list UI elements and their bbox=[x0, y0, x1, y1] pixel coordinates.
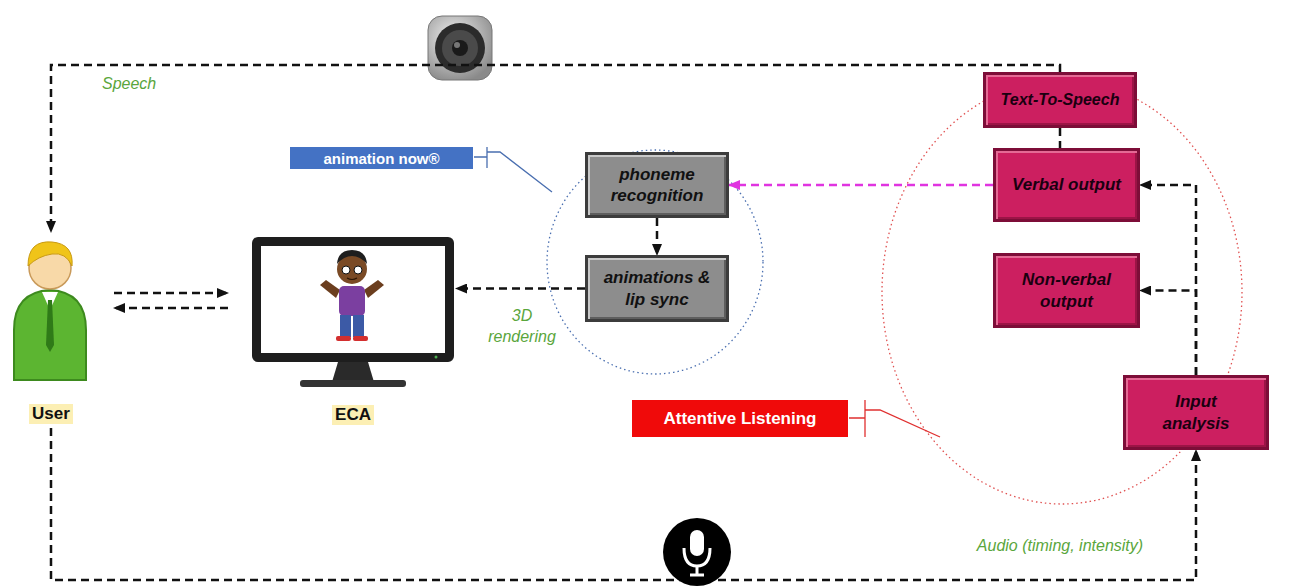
node-text: Non-verbal output bbox=[1010, 269, 1123, 312]
connector bbox=[51, 65, 1060, 232]
node-text: User bbox=[29, 404, 73, 424]
speaker-icon bbox=[428, 16, 492, 80]
monitor-illustration bbox=[252, 237, 454, 387]
connector bbox=[114, 307, 228, 310]
connector bbox=[729, 184, 993, 187]
edge-label: 3D rendering bbox=[476, 306, 568, 348]
connector bbox=[1059, 128, 1062, 148]
process-box: Non-verbal output bbox=[993, 253, 1140, 328]
microphone-icon bbox=[663, 518, 731, 586]
node-text: animations & lip sync bbox=[598, 267, 716, 310]
user-figure bbox=[14, 242, 86, 380]
edge-label: Audio (timing, intensity) bbox=[935, 536, 1185, 557]
callout-box: Attentive Listening bbox=[632, 400, 848, 437]
process-box: phoneme recognition bbox=[585, 152, 729, 218]
process-box: Input analysis bbox=[1123, 375, 1269, 450]
process-box: Text-To-Speech bbox=[983, 72, 1137, 128]
node-text: ECA bbox=[332, 405, 374, 425]
process-box: animations & lip sync bbox=[585, 255, 729, 322]
node-text: animation now® bbox=[323, 150, 439, 167]
node-text: Input analysis bbox=[1140, 391, 1252, 434]
group-ellipse bbox=[547, 150, 763, 374]
eca-character bbox=[320, 250, 384, 341]
connector bbox=[1140, 185, 1196, 375]
node-text: Text-To-Speech bbox=[1001, 90, 1120, 110]
connector bbox=[456, 287, 585, 290]
edge-label: Speech bbox=[102, 74, 182, 95]
leader-line bbox=[849, 400, 940, 437]
eca-node: ECA bbox=[250, 235, 456, 425]
node-text: phoneme recognition bbox=[598, 164, 716, 207]
connector bbox=[114, 292, 228, 295]
process-box: Verbal output bbox=[993, 148, 1140, 222]
node-text: Verbal output bbox=[1012, 174, 1121, 195]
connector bbox=[51, 428, 1196, 580]
connector bbox=[1140, 291, 1196, 376]
user-node: User bbox=[10, 232, 92, 424]
connector bbox=[656, 218, 659, 255]
callout-box: animation now® bbox=[290, 147, 473, 169]
leader-line bbox=[474, 147, 552, 192]
node-text: Attentive Listening bbox=[663, 409, 816, 429]
